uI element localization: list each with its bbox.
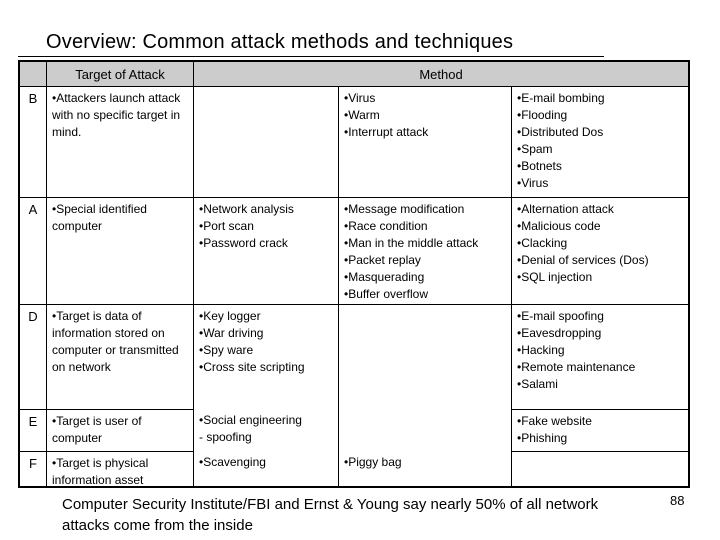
row-e-letter: E (20, 409, 46, 451)
row-a-target: •Special identified computer (46, 197, 193, 304)
row-b-method-2: •Virus •Warm •Interrupt attack (338, 86, 511, 197)
attack-methods-table: Target of Attack Method B •Attackers lau… (18, 60, 690, 488)
slide-title: Overview: Common attack methods and tech… (46, 31, 514, 53)
row-e-method-1: •Social engineering - spoofing (193, 409, 338, 451)
row-a-method-1: •Network analysis •Port scan •Password c… (193, 197, 338, 304)
row-d-target: •Target is data of information stored on… (46, 304, 193, 409)
row-b-method-3: •E-mail bombing •Flooding •Distributed D… (511, 86, 688, 197)
row-b-letter: B (20, 86, 46, 197)
row-a-letter: A (20, 197, 46, 304)
row-a-method-2: •Message modification •Race condition •M… (338, 197, 511, 304)
row-e-method-3: •Fake website •Phishing (511, 409, 688, 451)
row-f-method-1: •Scavenging (193, 451, 338, 486)
footer-note: Computer Security Institute/FBI and Erns… (62, 496, 599, 534)
row-f-method-3 (511, 451, 688, 486)
header-target-of-attack: Target of Attack (46, 62, 193, 86)
row-f-method-2: •Piggy bag (338, 451, 511, 486)
row-b-target: •Attackers launch attack with no specifi… (46, 86, 193, 197)
row-e-method-2 (338, 409, 511, 451)
header-corner-cell (20, 62, 46, 86)
header-method: Method (193, 62, 688, 86)
row-f-target: •Target is physical information asset (46, 451, 193, 486)
page-number: 88 (670, 493, 685, 508)
row-d-method-3: •E-mail spoofing •Eavesdropping •Hacking… (511, 304, 688, 409)
title-underline (18, 56, 604, 57)
row-a-method-3: •Alternation attack •Malicious code •Cla… (511, 197, 688, 304)
row-e-target: •Target is user of computer (46, 409, 193, 451)
row-b-method-1 (193, 86, 338, 197)
row-d-letter: D (20, 304, 46, 409)
row-d-method-2 (338, 304, 511, 409)
row-f-letter: F (20, 451, 46, 486)
row-d-method-1: •Key logger •War driving •Spy ware •Cros… (193, 304, 338, 409)
